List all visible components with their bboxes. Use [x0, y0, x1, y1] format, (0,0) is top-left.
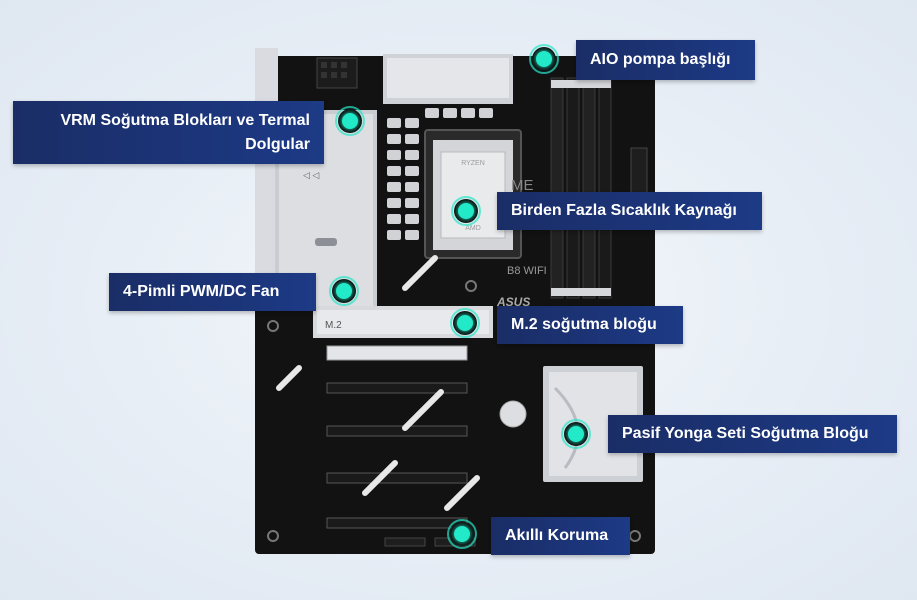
hotspot-aio-pump-header[interactable] [529, 44, 559, 74]
ram-slots [550, 77, 612, 299]
callout-multi-temp-sources: Birden Fazla Sıcaklık Kaynağı [497, 192, 762, 230]
model-text: B8 WIFI [507, 265, 547, 277]
cpu-label-bottom: AMD [465, 225, 481, 232]
callout-fan-header: 4-Pimli PWM/DC Fan [109, 273, 316, 311]
callout-text: M.2 soğutma bloğu [511, 316, 657, 333]
callout-chipset-heatsink: Pasif Yonga Seti Soğutma Bloğu [608, 415, 897, 453]
hotspot-fan-header[interactable] [329, 276, 359, 306]
callout-text: Akıllı Koruma [505, 527, 609, 544]
m2-text: M.2 [325, 320, 342, 331]
callout-text: Birden Fazla Sıcaklık Kaynağı [511, 202, 737, 219]
hotspot-m2-heatsink[interactable] [450, 308, 480, 338]
asus-logo: ASUS [496, 295, 530, 309]
pcie-slot-1 [326, 345, 468, 361]
hotspot-chipset-heatsink[interactable] [561, 419, 591, 449]
callout-smart-protection: Akıllı Koruma [491, 517, 630, 555]
motherboard-image: ◁ ◁ RYZEN AMD ME B8 WIFI [255, 48, 655, 554]
model-me-text: ME [511, 177, 534, 194]
hotspot-smart-protection[interactable] [447, 519, 477, 549]
callout-text: Pasif Yonga Seti Soğutma Bloğu [622, 425, 869, 442]
callout-aio-pump-header: AIO pompa başlığı [576, 40, 755, 80]
cpu-label-top: RYZEN [461, 160, 485, 167]
callout-text: 4-Pimli PWM/DC Fan [123, 283, 280, 300]
hotspot-multi-temp-sources[interactable] [451, 196, 481, 226]
callout-vrm-heatsinks: VRM Soğutma Blokları ve Termal Dolgular [13, 101, 324, 164]
callout-text: AIO pompa başlığı [590, 51, 731, 68]
callout-text: VRM Soğutma Blokları ve Termal Dolgular [60, 111, 310, 153]
hotspot-vrm-heatsinks[interactable] [335, 106, 365, 136]
callout-m2-heatsink: M.2 soğutma bloğu [497, 306, 683, 344]
svg-text:◁ ◁: ◁ ◁ [303, 170, 319, 180]
